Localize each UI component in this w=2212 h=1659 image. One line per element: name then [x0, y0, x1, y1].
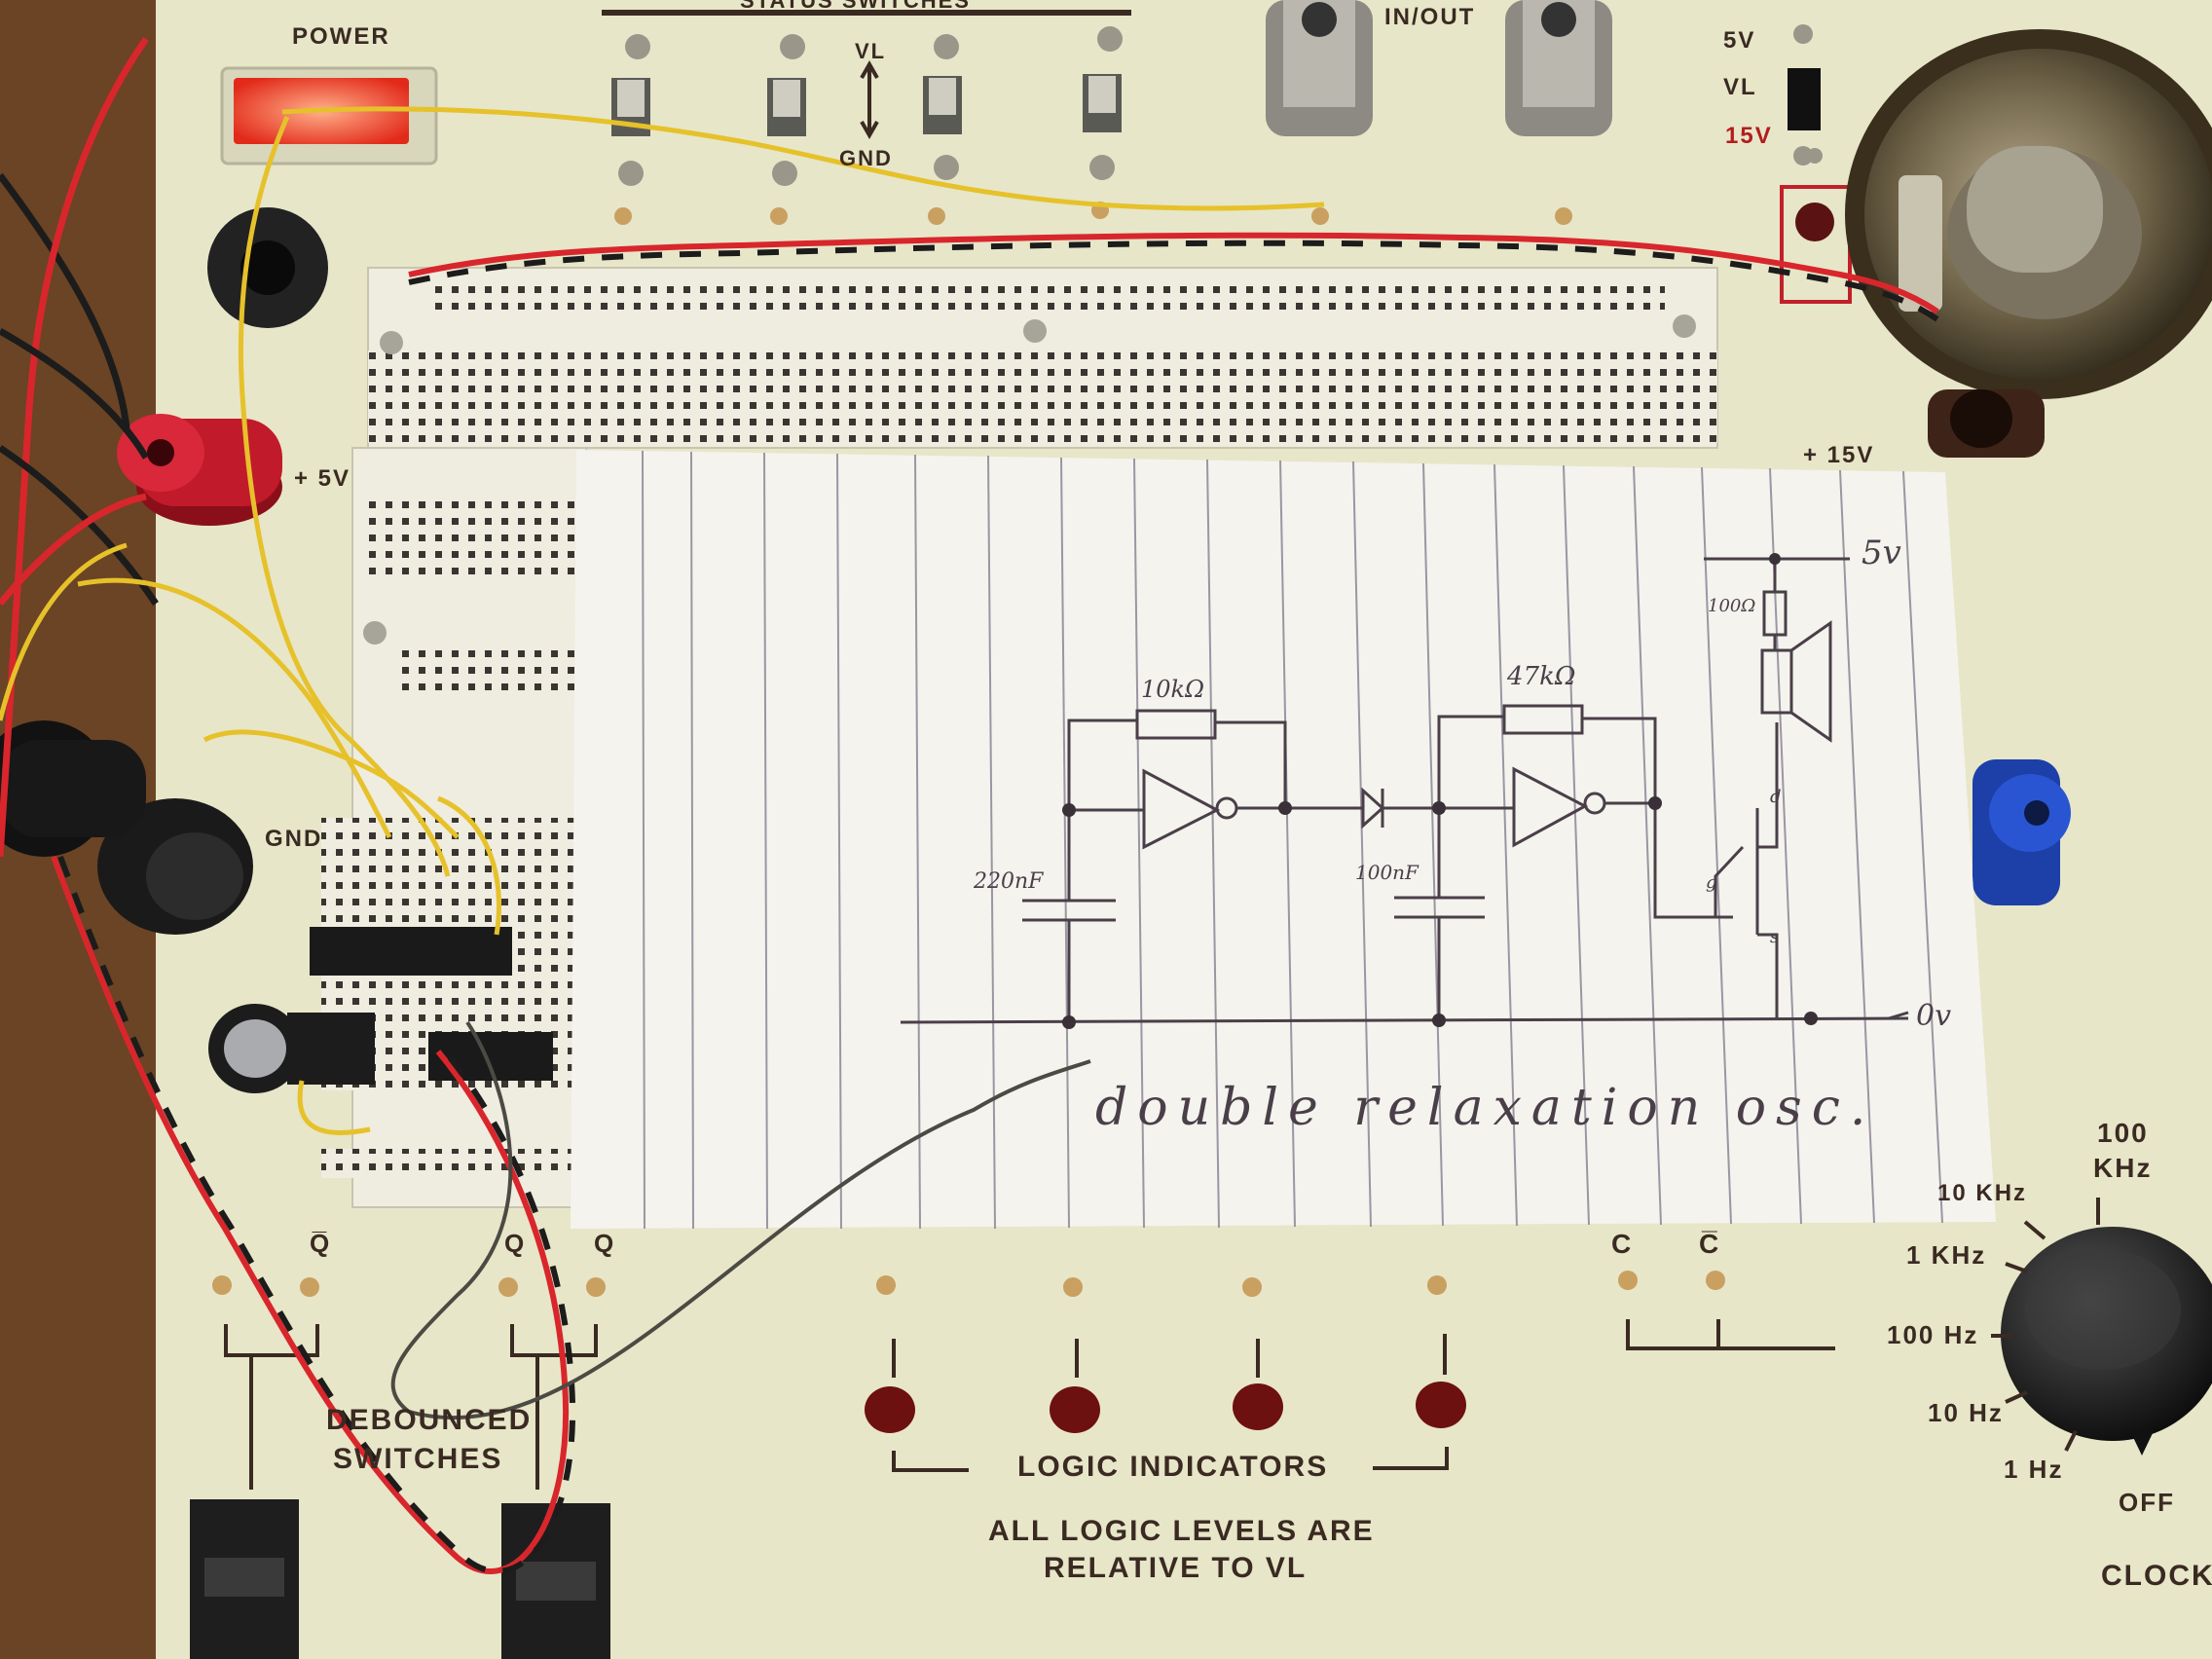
schematic-r3: 100Ω — [1708, 596, 1756, 616]
logic-led-3 — [1233, 1277, 1283, 1430]
schematic-r2: 47kΩ — [1507, 662, 1576, 691]
label-clock-10hz: 10 Hz — [1928, 1398, 2004, 1427]
schematic-fet-d: d — [1770, 787, 1782, 807]
logic-led-4 — [1416, 1275, 1466, 1428]
schematic-fet-g: g — [1706, 872, 1717, 893]
schematic-rail-bottom: 0v — [1916, 999, 1952, 1033]
label-clock: CLOCK — [2101, 1560, 2212, 1592]
schematic-c1: 220nF — [974, 869, 1044, 894]
breadboard-left — [321, 447, 587, 1208]
twisted-wire-top — [408, 232, 1939, 322]
schematic-r1: 10kΩ — [1141, 676, 1204, 703]
label-clock-1hz: 1 Hz — [2004, 1455, 2064, 1484]
logic-indicators — [865, 1275, 1466, 1472]
label-c-bar: C̅ — [1699, 1229, 1721, 1259]
bnc-connector-2 — [1505, 0, 1612, 136]
label-5v: 5V — [1723, 27, 1756, 54]
black-cable-end — [0, 720, 146, 857]
label-15v: 15V — [1725, 123, 1773, 149]
label-logic-indicators: LOGIC INDICATORS — [1017, 1451, 1329, 1483]
schematic-paper — [571, 450, 1996, 1230]
black-post-gnd — [97, 798, 253, 935]
label-plus-15v: + 15V — [1803, 442, 1875, 468]
schematic-c2: 100nF — [1355, 861, 1419, 884]
status-switch-1 — [611, 34, 650, 186]
label-gnd-post: GND — [265, 826, 323, 852]
label-all-logic: ALL LOGIC LEVELS ARE — [988, 1515, 1375, 1547]
schematic-nodes — [1062, 553, 1818, 1029]
status-switches — [602, 10, 1131, 186]
bnc-connector-1 — [1266, 0, 1373, 136]
twisted-wire-bottom — [51, 855, 576, 1574]
status-switch-2 — [767, 34, 806, 186]
label-clock-100-b: KHz — [2093, 1153, 2153, 1183]
label-c: C — [1611, 1229, 1634, 1259]
supply-selector — [1788, 68, 1821, 130]
label-in-out: IN/OUT — [1384, 4, 1476, 30]
label-clock-100hz: 100 Hz — [1887, 1320, 1979, 1349]
label-vl: VL — [1723, 74, 1757, 100]
schematic-caption: double relaxation osc. — [1095, 1079, 1876, 1137]
speaker — [1845, 29, 2212, 399]
label-plus-5v: + 5V — [294, 465, 351, 492]
label-debounced: DEBOUNCED — [326, 1404, 533, 1436]
schematic-fet-s: s — [1770, 927, 1780, 947]
label-gnd: GND — [839, 146, 893, 170]
label-clock-1khz: 1 KHz — [1906, 1240, 1987, 1270]
electrolytic-capacitor — [208, 1004, 375, 1093]
label-q-bar: Q̅ — [310, 1229, 332, 1258]
label-vl-switch: VL — [855, 39, 887, 63]
yellow-wires — [0, 106, 1325, 1135]
label-power: POWER — [292, 23, 390, 50]
label-q-2: Q — [594, 1229, 616, 1258]
brown-post-15v — [1928, 389, 2045, 458]
label-status-switches: STATUS SWITCHES — [740, 0, 971, 13]
label-clock-100-a: 100 — [2097, 1118, 2149, 1148]
blue-post — [1972, 759, 2071, 905]
label-clock-10khz: 10 KHz — [1937, 1180, 2028, 1206]
status-switch-3 — [923, 34, 962, 180]
label-q: Q — [504, 1229, 527, 1258]
label-relative: RELATIVE TO VL — [1044, 1552, 1308, 1584]
logic-led-1 — [865, 1275, 915, 1433]
schematic-rail-top: 5v — [1862, 534, 1901, 572]
left-cables — [0, 36, 159, 858]
q-pins — [212, 1271, 1725, 1297]
clock-knob — [2001, 1227, 2212, 1456]
status-switch-4 — [1083, 26, 1123, 180]
breadboard-top — [367, 267, 1718, 449]
logic-led-2 — [1050, 1277, 1100, 1433]
label-switches: SWITCHES — [333, 1443, 503, 1475]
grey-wire — [390, 1020, 1091, 1419]
ic-chip-1 — [310, 927, 512, 976]
label-clock-off: OFF — [2119, 1488, 2175, 1517]
